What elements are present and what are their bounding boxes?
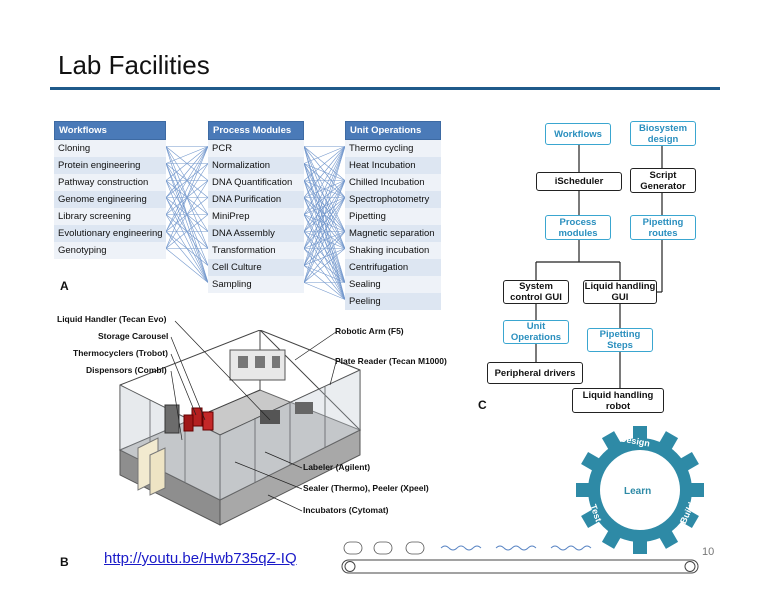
flow-node-workflows: Workflows (545, 123, 611, 145)
process-module-row: Sampling (208, 276, 304, 293)
label-labeler: Labeler (Agilent) (303, 462, 371, 472)
unit-operation-row: Centrifugation (345, 259, 441, 276)
page-number: 10 (702, 546, 715, 558)
process-module-row: Cell Culture (208, 259, 304, 276)
process-module-row: DNA Assembly (208, 225, 304, 242)
process-module-row: MiniPrep (208, 208, 304, 225)
label-dispensors: Dispensors (Combi) (86, 365, 167, 375)
conveyor-decoration (341, 541, 699, 574)
workflow-row: Pathway construction (54, 174, 166, 191)
workflows-header: Workflows (54, 121, 166, 140)
workflow-row: Protein engineering (54, 157, 166, 174)
unit-operation-row: Peeling (345, 293, 441, 310)
unit-operation-row: Magnetic separation (345, 225, 441, 242)
process-module-row: PCR (208, 140, 304, 157)
dbtl-learn-label: Learn (624, 486, 652, 497)
title-rule (50, 87, 720, 90)
panel-a-letter: A (60, 279, 69, 293)
workflow-row: Genotyping (54, 242, 166, 259)
flow-node-biosystem-design: Biosystem design (630, 121, 696, 146)
flow-node-liquid-handling-robot: Liquid handling robot (572, 388, 664, 413)
process-module-row: Normalization (208, 157, 304, 174)
flow-node-unit-operations: Unit Operations (503, 320, 569, 344)
unit-operations-header: Unit Operations (345, 121, 441, 140)
unit-operation-row: Thermo cycling (345, 140, 441, 157)
label-thermocyclers: Thermocyclers (Trobot) (73, 348, 168, 358)
flow-node-pipetting-steps: Pipetting Steps (587, 328, 653, 352)
unit-operation-row: Sealing (345, 276, 441, 293)
unit-operation-row: Pipetting (345, 208, 441, 225)
slide-title: Lab Facilities (58, 50, 210, 80)
label-storage-carousel: Storage Carousel (98, 331, 169, 341)
panel-b-letter: B (60, 555, 69, 569)
unit-operation-row: Spectrophotometry (345, 191, 441, 208)
process-module-row: DNA Quantification (208, 174, 304, 191)
flow-node-process-modules: Process modules (545, 215, 611, 240)
panel-c-letter: C (478, 398, 487, 412)
flow-node-liquid-handling-gui: Liquid handling GUI (583, 280, 657, 304)
unit-operation-row: Chilled Incubation (345, 174, 441, 191)
unit-operation-row: Shaking incubation (345, 242, 441, 259)
label-robotic-arm: Robotic Arm (F5) (335, 326, 404, 336)
label-liquid-handler: Liquid Handler (Tecan Evo) (57, 314, 167, 324)
flow-node-peripheral-drivers: Peripheral drivers (487, 362, 583, 384)
gear-tooth (690, 483, 704, 497)
video-link[interactable]: http://youtu.be/Hwb735qZ-IQ (104, 550, 297, 567)
workflow-row: Cloning (54, 140, 166, 157)
label-sealer-peeler: Sealer (Thermo), Peeler (Xpeel) (303, 483, 429, 493)
lab-robot-illustration (118, 330, 362, 526)
gear-tooth (633, 540, 647, 554)
process-modules-header: Process Modules (208, 121, 304, 140)
workflow-row: Library screening (54, 208, 166, 225)
workflow-row: Evolutionary engineering (54, 225, 166, 242)
dbtl-gear-icon (576, 426, 704, 554)
flow-node-pipetting-routes: Pipetting routes (630, 215, 696, 240)
flow-node-ischeduler: iScheduler (536, 172, 622, 191)
gear-tooth (633, 426, 647, 440)
label-plate-reader: Plate Reader (Tecan M1000) (335, 356, 447, 366)
workflow-row: Genome engineering (54, 191, 166, 208)
process-module-row: Transformation (208, 242, 304, 259)
flow-node-script-generator: Script Generator (630, 168, 696, 193)
flow-node-system-control-gui: System control GUI (503, 280, 569, 304)
unit-operation-row: Heat Incubation (345, 157, 441, 174)
gear-tooth (576, 483, 590, 497)
process-module-row: DNA Purification (208, 191, 304, 208)
label-incubators: Incubators (Cytomat) (303, 505, 389, 515)
